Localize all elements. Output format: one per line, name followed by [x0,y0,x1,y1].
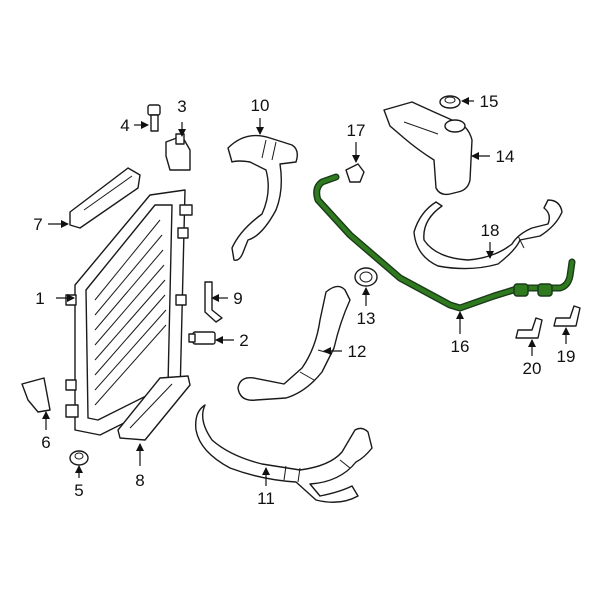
callout-9[interactable]: 9 [233,289,242,308]
hose-fitting-20-part[interactable] [515,317,543,339]
callout-12[interactable]: 12 [348,342,367,361]
callout-5[interactable]: 5 [74,481,83,500]
callout-labels: 1 2 3 4 5 6 7 8 9 10 11 12 13 14 15 16 1… [33,92,575,508]
callout-15[interactable]: 15 [480,92,499,111]
callout-1[interactable]: 1 [35,289,44,308]
callout-11[interactable]: 11 [257,489,275,508]
callout-7[interactable]: 7 [33,215,42,234]
bolt-part[interactable] [147,104,161,132]
drain-plug-part[interactable] [188,331,216,345]
hose-fitting-19-part[interactable] [553,305,581,327]
grommet-part[interactable] [69,450,89,466]
callout-17[interactable]: 17 [347,121,366,140]
coolant-hose-12-part[interactable] [237,285,351,401]
clamp-part[interactable] [354,267,378,287]
callout-16[interactable]: 16 [451,337,470,356]
hose-connector [513,283,529,297]
bracket-part[interactable] [165,133,191,171]
overflow-hose-part[interactable] [413,199,563,270]
radiator-part[interactable] [65,189,193,436]
upper-radiator-hose-part[interactable] [227,134,299,261]
leader-lines [42,97,570,486]
callout-10[interactable]: 10 [251,96,270,115]
callout-19[interactable]: 19 [557,347,576,366]
lower-radiator-hose-part[interactable] [195,404,373,503]
callout-6[interactable]: 6 [41,433,50,452]
callout-8[interactable]: 8 [135,471,144,490]
callout-3[interactable]: 3 [177,97,186,116]
callout-20[interactable]: 20 [523,359,542,378]
side-seal-part[interactable] [21,377,51,413]
hose-connector [537,283,553,297]
coolant-reservoir-part[interactable] [383,101,473,196]
sensor-part[interactable] [345,163,365,183]
small-hose-part[interactable] [204,281,223,323]
upper-air-deflector-part[interactable] [69,167,141,229]
highlighted-hose-part[interactable] [313,173,576,312]
callout-2[interactable]: 2 [239,331,248,350]
callout-14[interactable]: 14 [496,147,515,166]
reservoir-cap-part[interactable] [439,95,461,109]
callout-13[interactable]: 13 [357,309,376,328]
callout-18[interactable]: 18 [481,221,500,240]
lower-air-deflector-part[interactable] [117,375,191,441]
callout-4[interactable]: 4 [120,116,129,135]
